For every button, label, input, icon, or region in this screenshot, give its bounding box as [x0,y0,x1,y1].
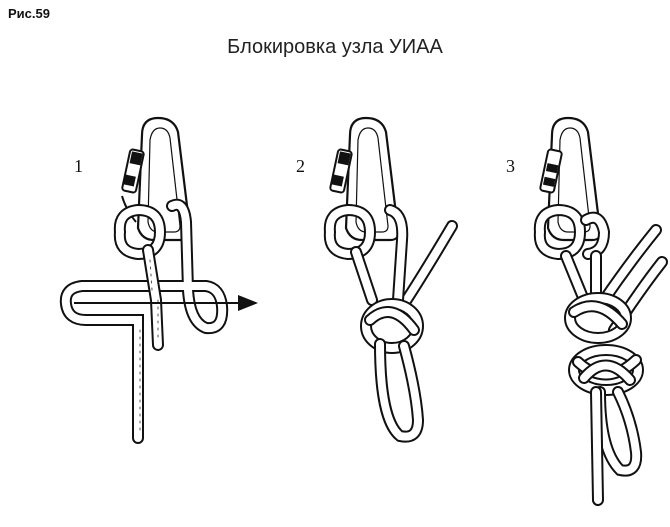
step-3-rope [533,203,668,506]
figure-title: Блокировка узла УИАА [227,36,443,58]
step-3-illustration: 3 [506,116,668,506]
step-2-number: 2 [296,156,305,176]
step-1-number: 1 [74,156,83,176]
step-1-rope [59,198,229,444]
step-1-illustration: 1 [59,116,258,444]
step-2-rope [323,203,458,443]
step-3-number: 3 [506,156,515,176]
step-2-illustration: 2 [296,116,458,443]
figure-label: Рис.59 [8,6,50,21]
